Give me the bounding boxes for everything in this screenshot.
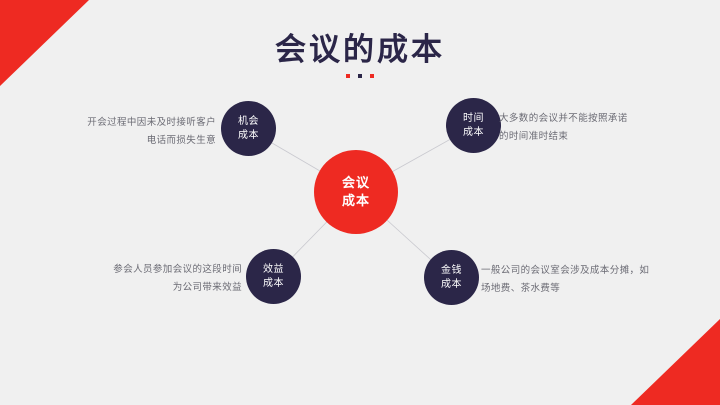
- description-line1: 参会人员参加会议的这段时间: [113, 264, 242, 275]
- node-label-line2: 成本: [238, 129, 259, 141]
- hub-label-line1: 会议: [341, 175, 370, 191]
- description-time-cost: 大多数的会议并不能按照承诺 的时间准时结束: [499, 110, 677, 145]
- top-left-red-triangle: [0, 0, 89, 86]
- hub-label-line2: 成本: [341, 193, 370, 208]
- node-label-line2: 成本: [441, 278, 462, 290]
- description-benefit-cost: 参会人员参加会议的这段时间 为公司带来效益: [86, 261, 242, 296]
- node-time-cost[interactable]: 时间 成本: [446, 98, 501, 153]
- description-line1: 开会过程中因未及时接听客户: [87, 117, 216, 128]
- node-label-line1: 金钱: [441, 264, 462, 276]
- divider-dot-right: [370, 74, 375, 78]
- node-opportunity-cost[interactable]: 机会 成本: [221, 101, 276, 156]
- bottom-right-red-triangle: [631, 319, 720, 405]
- description-line1: 大多数的会议并不能按照承诺: [499, 113, 628, 124]
- node-benefit-cost[interactable]: 效益 成本: [246, 249, 301, 304]
- title-divider-dots: [0, 74, 720, 78]
- page-title: 会议的成本: [275, 32, 445, 67]
- hub-node-meeting-cost[interactable]: 会议 成本: [314, 150, 398, 234]
- node-money-cost[interactable]: 金钱 成本: [424, 250, 479, 305]
- description-money-cost: 一般公司的会议室会涉及成本分摊，如 场地费、茶水费等: [481, 262, 671, 297]
- divider-dot-center: [358, 74, 362, 78]
- description-line1: 一般公司的会议室会涉及成本分摊，如: [481, 265, 650, 276]
- description-opportunity-cost: 开会过程中因未及时接听客户 电话而损失生意: [52, 114, 216, 149]
- description-line2: 为公司带来效益: [172, 281, 242, 293]
- node-label-line2: 成本: [263, 277, 284, 289]
- node-label-line1: 效益: [263, 263, 284, 275]
- node-label-line1: 机会: [238, 115, 259, 127]
- divider-dot-left: [345, 74, 350, 78]
- description-line2: 场地费、茶水费等: [481, 282, 561, 294]
- node-label-line1: 时间: [463, 112, 484, 124]
- node-label-line2: 成本: [463, 126, 484, 138]
- description-line2: 的时间准时结束: [499, 130, 569, 142]
- description-line2: 电话而损失生意: [146, 134, 216, 146]
